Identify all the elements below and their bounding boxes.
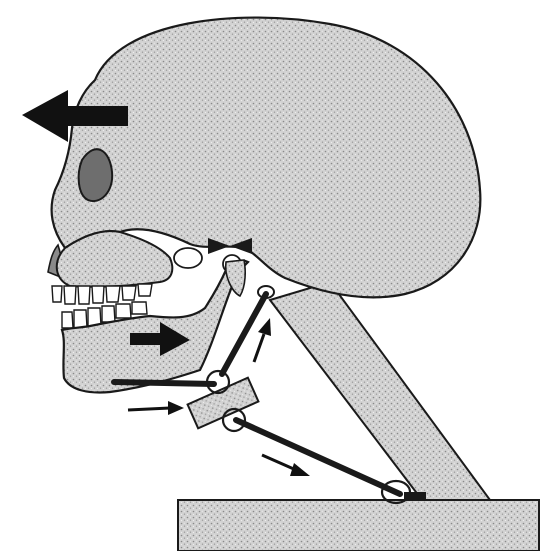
cervical-column [270,282,490,500]
hyoid-backward-arrow-icon [128,401,184,415]
orbit [79,149,113,201]
infrahyoid-downward-arrow-icon [262,455,310,476]
mandible-hyoid-link [114,382,214,384]
suprahyoid-upward-arrow-icon [254,318,271,362]
base-anchor [404,492,426,501]
suprahyoid-link [222,294,266,374]
upper-teeth [52,284,152,304]
zygomatic-notch [174,248,202,268]
base-platform [178,500,539,551]
